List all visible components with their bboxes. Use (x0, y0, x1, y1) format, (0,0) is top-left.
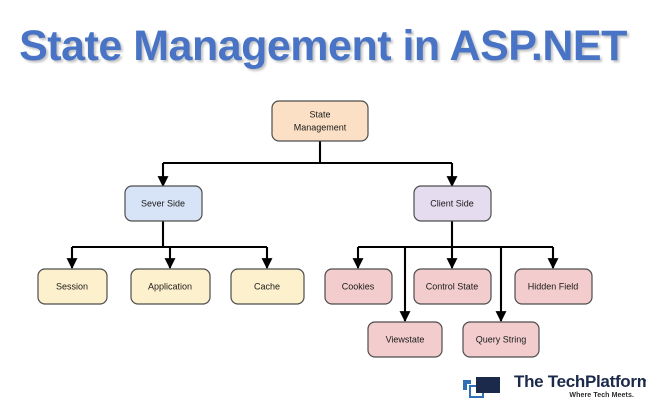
connector-group-root (157, 141, 458, 188)
monitor-logo-icon (463, 377, 500, 398)
node-hidden-field[interactable]: Hidden Field (514, 268, 593, 305)
node-hidden-field-box[interactable] (514, 268, 593, 305)
node-control-state-box[interactable] (413, 268, 492, 305)
node-control-state[interactable]: Control State (413, 268, 492, 305)
node-query-string[interactable]: Query String (462, 321, 540, 358)
node-control-state-label: Control State (426, 281, 479, 291)
node-sever-side-box[interactable] (124, 185, 203, 222)
node-state-management-label-line2: Management (294, 122, 347, 132)
connector-group-client-side (352, 221, 559, 323)
node-cache-box[interactable] (230, 268, 305, 305)
node-viewstate[interactable]: Viewstate (367, 321, 443, 358)
node-application[interactable]: Application (130, 268, 211, 305)
node-client-side-box[interactable] (413, 185, 492, 222)
node-client-side[interactable]: Client Side (413, 185, 492, 222)
node-state-management[interactable]: State Management (271, 100, 369, 142)
node-query-string-box[interactable] (462, 321, 540, 358)
logo-tagline: Where Tech Meets. (569, 392, 634, 399)
page-title: State Management in ASP.NET (19, 22, 627, 70)
node-cache[interactable]: Cache (230, 268, 305, 305)
node-application-box[interactable] (130, 268, 211, 305)
node-sever-side[interactable]: Sever Side (124, 185, 203, 222)
node-client-side-label: Client Side (430, 198, 474, 208)
techplatform-logo: The TechPlatform Where Tech Meets. (462, 372, 646, 401)
node-viewstate-box[interactable] (367, 321, 443, 358)
node-application-label: Application (148, 281, 192, 291)
node-viewstate-label: Viewstate (386, 334, 425, 344)
node-query-string-label: Query String (476, 334, 527, 344)
node-state-management-box[interactable] (271, 100, 369, 142)
node-cookies-label: Cookies (342, 281, 375, 291)
node-cookies-box[interactable] (324, 268, 393, 305)
node-cookies[interactable]: Cookies (324, 268, 393, 305)
node-state-management-label-line1: State (309, 109, 330, 119)
node-sever-side-label: Sever Side (141, 198, 185, 208)
logo-name: The TechPlatform (514, 372, 646, 391)
node-hidden-field-label: Hidden Field (528, 281, 579, 291)
logo-text-wrap: The TechPlatform Where Tech Meets. (514, 372, 646, 400)
connector-group-sever-side (66, 221, 273, 270)
node-session[interactable]: Session (37, 268, 108, 305)
node-session-box[interactable] (37, 268, 108, 305)
node-session-label: Session (56, 281, 88, 291)
node-cache-label: Cache (254, 281, 280, 291)
